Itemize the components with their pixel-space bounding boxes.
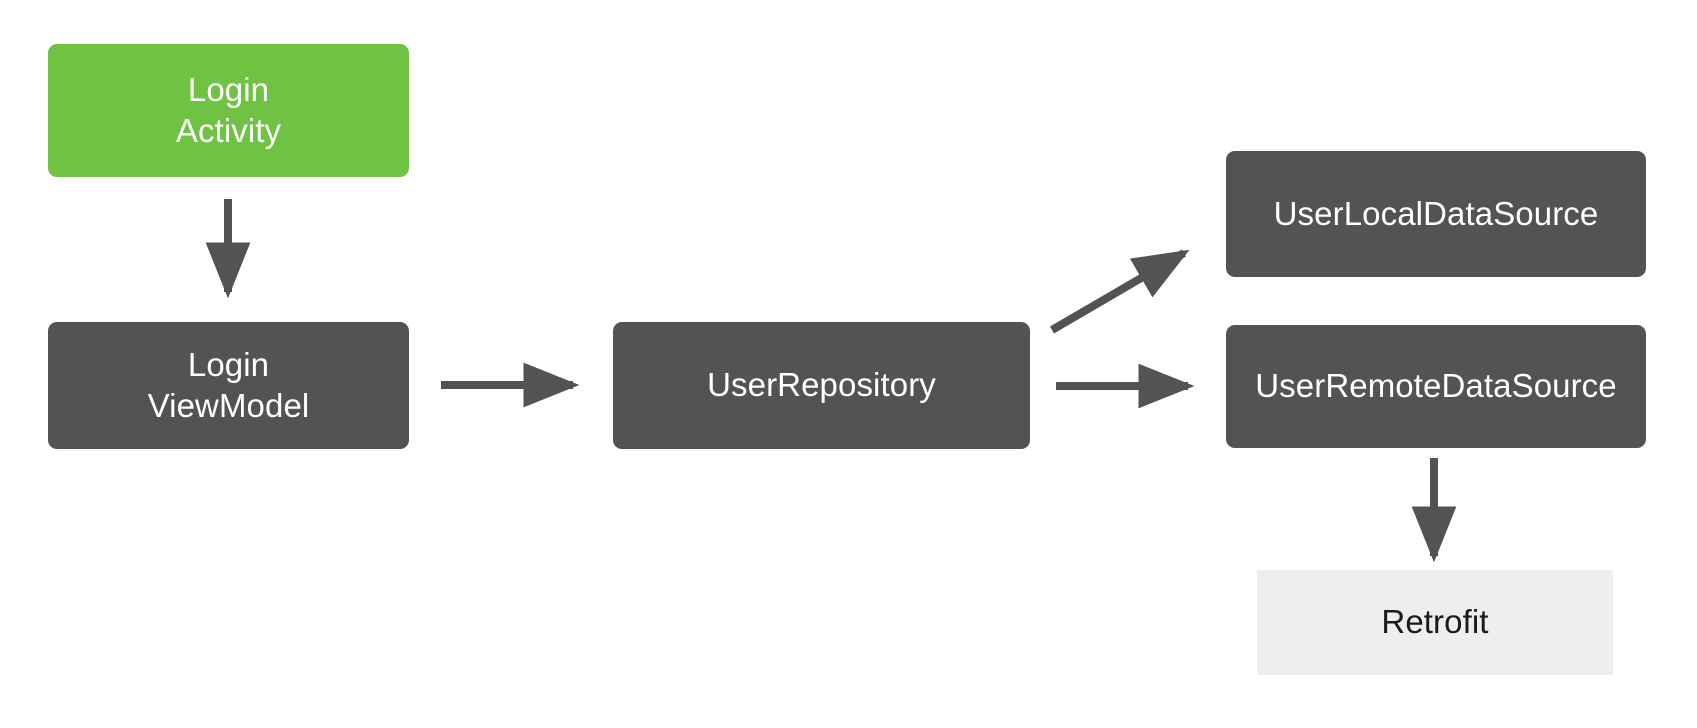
edge-repository-to-local-data-source [1049, 249, 1190, 334]
node-user-local-data-source[interactable]: UserLocalDataSource [1226, 151, 1646, 277]
node-user-repository[interactable]: UserRepository [613, 322, 1030, 449]
node-user-repository-label: UserRepository [707, 366, 936, 404]
node-user-remote-data-source-label: UserRemoteDataSource [1255, 367, 1617, 405]
node-login-viewmodel[interactable]: Login ViewModel [48, 322, 409, 449]
node-login-viewmodel-label: Login ViewModel [147, 346, 310, 424]
node-login-activity-label: Login Activity [175, 71, 282, 149]
node-login-activity[interactable]: Login Activity [48, 44, 409, 177]
node-retrofit-label: Retrofit [1381, 603, 1489, 641]
node-user-remote-data-source[interactable]: UserRemoteDataSource [1226, 325, 1646, 448]
node-user-local-data-source-label: UserLocalDataSource [1273, 194, 1599, 232]
node-retrofit[interactable]: Retrofit [1257, 570, 1613, 675]
